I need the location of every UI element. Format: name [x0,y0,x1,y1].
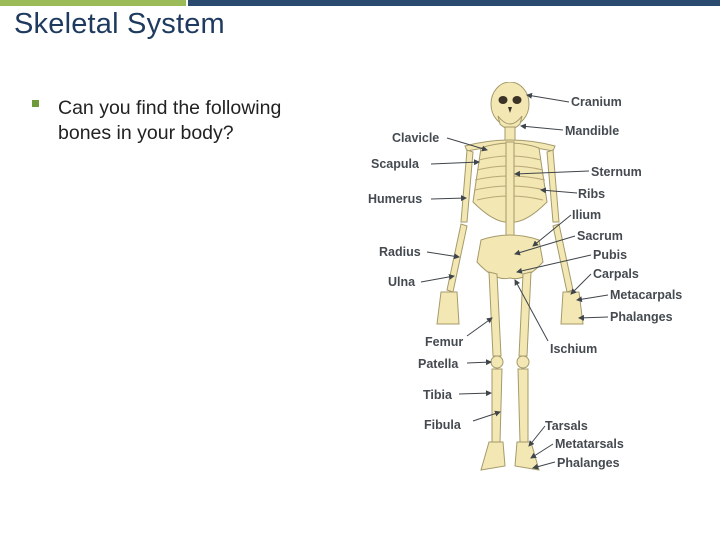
label-ulna: Ulna [388,275,416,289]
label-scapula: Scapula [371,157,420,171]
pointer-arrows [420,92,609,470]
label-mandible: Mandible [565,124,619,138]
top-accent-bar-navy [188,0,720,6]
skeleton-svg: Cranium Mandible Clavicle Scapula Sternu… [368,82,682,471]
skeleton-diagram: Cranium Mandible Clavicle Scapula Sternu… [365,82,693,482]
label-phalanges-foot: Phalanges [557,456,620,470]
eye-socket-right [512,96,522,104]
label-femur: Femur [425,335,463,349]
top-accent-bar-green [0,0,186,6]
nasal-cavity [508,107,512,113]
label-patella: Patella [418,357,459,371]
jaw-shape [497,115,523,130]
skull-shape [490,82,530,127]
right-femur [518,271,532,357]
square-bullet-icon [32,100,39,107]
bullet-text: Can you find the following bones in your… [58,97,282,144]
label-ischium: Ischium [550,342,597,356]
right-hand [560,291,584,325]
left-forearm [446,223,468,293]
label-sternum: Sternum [591,165,642,179]
left-foot [480,441,506,471]
label-radius: Radius [379,245,421,259]
right-humerus [546,149,560,223]
skeleton-figure [436,82,584,471]
left-humerus [460,149,474,223]
label-carpals: Carpals [593,267,639,281]
label-phalanges-hand: Phalanges [610,310,673,324]
label-tarsals: Tarsals [545,419,588,433]
label-cranium: Cranium [571,95,622,109]
right-tibia-fibula [517,368,529,443]
neck-vertebrae [504,126,516,142]
left-tibia-fibula [491,368,503,443]
eye-socket-left [498,96,508,104]
right-patella [516,355,530,369]
label-tibia: Tibia [423,388,453,402]
label-metatarsals: Metatarsals [555,437,624,451]
slide-title: Skeletal System [14,8,225,40]
label-metacarpals: Metacarpals [610,288,682,302]
label-fibula: Fibula [424,418,462,432]
label-sacrum: Sacrum [577,229,623,243]
left-patella [490,355,504,369]
pelvis-shape [476,234,544,280]
label-humerus: Humerus [368,192,422,206]
left-femur [488,271,502,357]
bullet-item: Can you find the following bones in your… [32,96,332,146]
right-foot [514,441,540,471]
label-clavicle: Clavicle [392,131,439,145]
label-ilium: Ilium [572,208,601,222]
right-forearm [552,223,574,293]
label-ribs: Ribs [578,187,605,201]
label-pubis: Pubis [593,248,627,262]
left-hand [436,291,460,325]
